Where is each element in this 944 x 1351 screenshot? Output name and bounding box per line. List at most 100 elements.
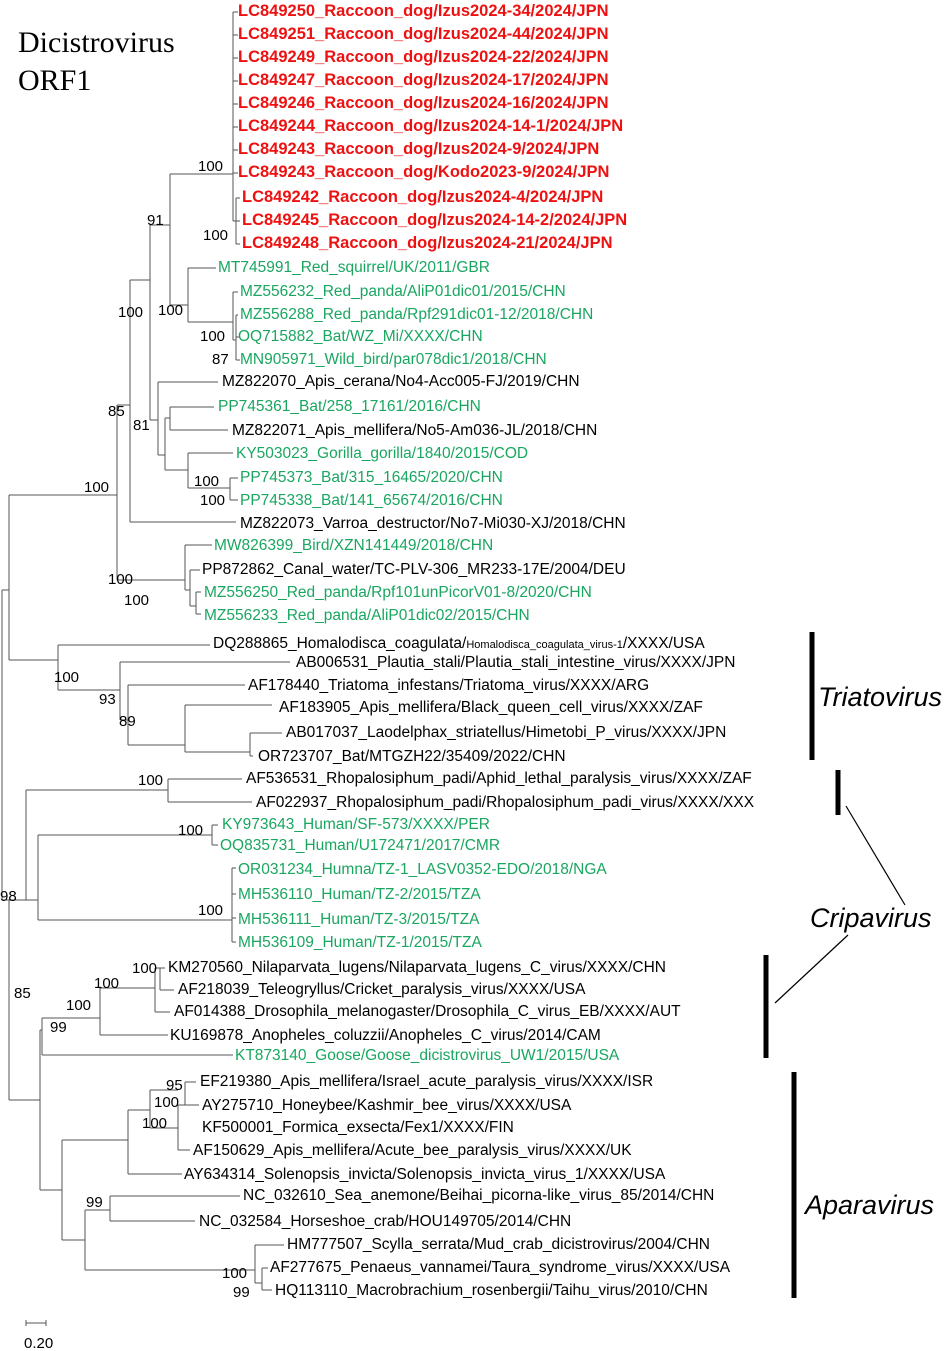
bootstrap-value: 91 bbox=[147, 212, 164, 229]
bootstrap-value: 87 bbox=[212, 351, 229, 368]
branch bbox=[84, 1195, 255, 1271]
scale-bar bbox=[25, 1320, 47, 1326]
genus-label-triatovirus: Triatovirus bbox=[818, 682, 942, 712]
tip-label: EF219380_Apis_mellifera/Israel_acute_par… bbox=[200, 1073, 653, 1090]
tip-label: MW826399_Bird/XZN141449/2018/CHN bbox=[214, 537, 493, 554]
tip-label: AF277675_Penaeus_vannamei/Taura_syndrome… bbox=[270, 1259, 731, 1276]
bootstrap-value: 99 bbox=[233, 1284, 250, 1301]
bootstrap-value: 100 bbox=[198, 158, 223, 175]
tip-label: AB006531_Plautia_stali/Plautia_stali_int… bbox=[296, 654, 735, 671]
tip-label: LC849246_Raccoon_dog/Izus2024-16/2024/JP… bbox=[238, 94, 609, 112]
tip-label: LC849247_Raccoon_dog/Izus2024-17/2024/JP… bbox=[238, 71, 609, 89]
bootstrap-value: 100 bbox=[124, 592, 149, 609]
tip-label: LC849249_Raccoon_dog/Izus2024-22/2024/JP… bbox=[238, 48, 609, 66]
branch bbox=[1, 589, 9, 901]
tip-label: KT873140_Goose/Goose_dicistrovirus_UW1/2… bbox=[235, 1047, 620, 1064]
tip-label: PP872862_Canal_water/TC-PLV-306_MR233-17… bbox=[202, 561, 626, 578]
tip-label: LC849248_Raccoon_dog/Izus2024-21/2024/JP… bbox=[242, 234, 613, 252]
bootstrap-value: 100 bbox=[108, 571, 133, 588]
bootstrap-value: 100 bbox=[222, 1265, 247, 1282]
tip-label: MZ822071_Apis_mellifera/No5-Am036-JL/201… bbox=[232, 422, 597, 439]
branch bbox=[211, 824, 218, 846]
branch bbox=[37, 834, 232, 921]
scale-bar-label: 0.20 bbox=[24, 1335, 53, 1351]
bootstrap-value: 95 bbox=[166, 1077, 183, 1094]
tip-label: OQ715882_Bat/WZ_Mi/XXXX/CHN bbox=[238, 328, 483, 345]
tip-label: OR723707_Bat/MTGZH22/35409/2022/CHN bbox=[258, 748, 566, 765]
branch bbox=[231, 867, 236, 943]
branch bbox=[129, 279, 236, 523]
bootstrap-value: 100 bbox=[200, 328, 225, 345]
bootstrap-value: 100 bbox=[132, 960, 157, 977]
branch bbox=[157, 381, 218, 456]
bootstrap-value: 100 bbox=[158, 302, 183, 319]
bootstrap-value: 85 bbox=[14, 985, 31, 1002]
branch bbox=[184, 544, 212, 615]
tip-label: KY973643_Human/SF-573/XXXX/PER bbox=[222, 816, 490, 833]
bootstrap-value: 100 bbox=[200, 492, 225, 509]
tip-label: AF536531_Rhopalosiphum_padi/Aphid_lethal… bbox=[246, 770, 752, 787]
tip-label: MZ822073_Varroa_destructor/No7-Mi030-XJ/… bbox=[240, 515, 626, 532]
tip-label: MN905971_Wild_bird/par078dic1/2018/CHN bbox=[240, 351, 547, 368]
branch bbox=[8, 899, 40, 1101]
bootstrap-value: 85 bbox=[108, 403, 125, 420]
tip-label: PP745373_Bat/315_16465/2020/CHN bbox=[240, 469, 503, 486]
bootstrap-value: 100 bbox=[84, 479, 109, 496]
tip-label: OR031234_Humna/TZ-1_LASV0352-EDO/2018/NG… bbox=[238, 861, 607, 878]
tip-label: MZ556250_Red_panda/Rpf101unPicorV01-8/20… bbox=[204, 584, 592, 601]
bootstrap-value: 100 bbox=[138, 772, 163, 789]
tip-label: AF178440_Triatoma_infestans/Triatoma_vir… bbox=[248, 677, 649, 694]
bootstrap-value: 100 bbox=[142, 1115, 167, 1132]
branch bbox=[233, 11, 238, 174]
branch bbox=[187, 452, 238, 501]
cripavirus-connector-upper bbox=[845, 805, 906, 906]
tip-label: LC849242_Raccoon_dog/Izus2024-4/2024/JPN bbox=[242, 188, 603, 206]
tip-label: MZ556288_Red_panda/Rpf291dic01-12/2018/C… bbox=[240, 306, 593, 323]
tip-label: PP745361_Bat/258_17161/2016/CHN bbox=[218, 398, 481, 415]
bootstrap-value: 100 bbox=[94, 975, 119, 992]
bootstrap-value: 99 bbox=[86, 1194, 103, 1211]
tip-labels: LC849250_Raccoon_dog/Izus2024-34/2024/JP… bbox=[168, 2, 755, 1299]
tip-label: NC_032584_Horseshoe_crab/HOU149705/2014/… bbox=[199, 1213, 571, 1230]
tip-label: LC849251_Raccoon_dog/Izus2024-44/2024/JP… bbox=[238, 25, 609, 43]
tip-label: KU169878_Anopheles_coluzzii/Anopheles_C_… bbox=[170, 1027, 601, 1044]
bootstrap-value: 93 bbox=[99, 691, 116, 708]
tip-label: MZ556232_Red_panda/AliP01dic01/2015/CHN bbox=[240, 283, 566, 300]
branch bbox=[25, 789, 168, 901]
branch bbox=[149, 224, 170, 421]
bootstrap-value: 100 bbox=[66, 997, 91, 1014]
tip-label: PP745338_Bat/141_65674/2016/CHN bbox=[240, 492, 503, 509]
bootstrap-value: 100 bbox=[194, 473, 219, 490]
branch bbox=[254, 1244, 284, 1291]
tip-label: AF150629_Apis_mellifera/Acute_bee_paraly… bbox=[193, 1142, 632, 1159]
branch bbox=[61, 1139, 128, 1241]
bootstrap-value: 100 bbox=[54, 669, 79, 686]
tip-label: LC849245_Raccoon_dog/Izus2024-14-2/2024/… bbox=[242, 211, 627, 229]
tree-branches bbox=[1, 11, 290, 1291]
tip-label: KM270560_Nilaparvata_lugens/Nilaparvata_… bbox=[168, 959, 666, 976]
tip-label: KY503023_Gorilla_gorilla/1840/2015/COD bbox=[236, 445, 528, 462]
tip-label: AB017037_Laodelphax_striatellus/Himetobi… bbox=[286, 724, 726, 741]
tip-label: MH536111_Human/TZ-3/2015/TZA bbox=[238, 911, 480, 928]
branch bbox=[232, 12, 240, 245]
tip-label: MH536109_Human/TZ-1/2015/TZA bbox=[238, 934, 482, 951]
tip-label: NC_032610_Sea_anemone/Beihai_picorna-lik… bbox=[243, 1187, 714, 1204]
bootstrap-value: 100 bbox=[178, 822, 203, 839]
branch bbox=[57, 644, 290, 757]
branch bbox=[8, 494, 117, 661]
tip-label: AF022937_Rhopalosiphum_padi/Rhopalosiphu… bbox=[256, 794, 755, 811]
branch bbox=[164, 406, 228, 471]
tip-label: OQ835731_Human/U172471/2017/CMR bbox=[220, 837, 500, 854]
tip-label: KF500001_Formica_exsecta/Fex1/XXXX/FIN bbox=[202, 1119, 514, 1136]
genus-label-cripavirus: Cripavirus bbox=[810, 903, 932, 933]
bootstrap-value: 100 bbox=[203, 227, 228, 244]
figure-title-line2: ORF1 bbox=[18, 64, 91, 97]
tip-label: AY275710_Honeybee/Kashmir_bee_virus/XXXX… bbox=[202, 1097, 572, 1114]
branch bbox=[39, 1029, 62, 1191]
tip-label: DQ288865_Homalodisca_coagulata/Homalodis… bbox=[213, 635, 705, 652]
branch bbox=[232, 291, 240, 361]
branch bbox=[127, 1081, 199, 1175]
tip-label: AF014388_Drosophila_melanogaster/Drosoph… bbox=[174, 1003, 681, 1020]
branch bbox=[167, 778, 252, 803]
